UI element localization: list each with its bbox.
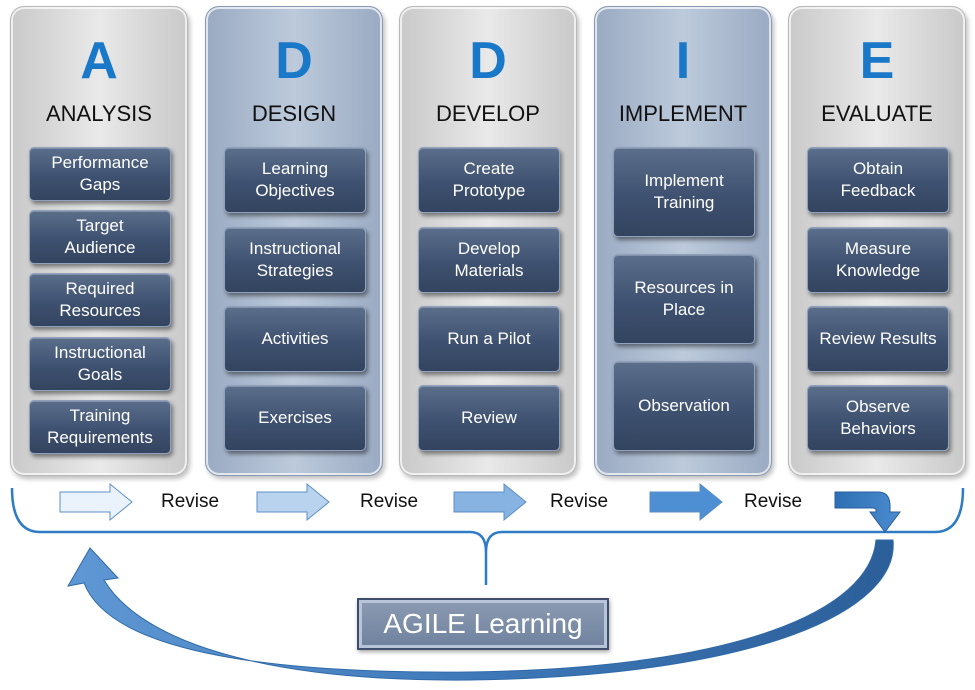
phase-item-label: Review [461,408,517,427]
phase-item-label: Requirements [47,428,153,447]
phase-item-label: Materials [454,261,524,280]
phase-item: Exercises [224,385,366,451]
phase-letter: D [275,32,313,90]
phase-item-label: Target [76,216,124,235]
phase-letter: I [675,32,691,90]
revise-label: Revise [744,491,803,512]
phase-item-label: Develop [457,239,521,258]
phase-item-label: Feedback [840,181,916,200]
phase-title: IMPLEMENT [618,101,748,126]
phase-item-label: Implement [644,171,724,190]
phase-item-label: Performance [51,153,149,172]
phase-item: Run a Pilot [418,306,560,372]
phase-item-label: Resources [59,301,141,320]
phase-item: Activities [224,306,366,372]
phase-title: EVALUATE [821,101,933,126]
phase-title: ANALYSIS [46,101,152,126]
phase-item-label: Instructional [249,239,341,258]
phase-item-label: Learning [261,159,329,178]
phase-item: Observation [613,361,755,451]
phase-item-label: Obtain [852,159,904,178]
phase-item-label: Exercises [258,408,332,427]
phase-item-label: Required [65,279,135,298]
phase-letter: E [859,32,895,90]
phase-item-label: Goals [77,365,123,384]
phase-item-label: Instructional [54,343,146,362]
agile-learning-box: AGILE Learning [357,598,609,650]
phase-item-label: Observation [638,396,730,415]
right-arrow-icon [256,482,330,522]
phase-letter: A [80,32,118,90]
phase-item-label: Audience [64,238,136,257]
phase-item-label: Knowledge [835,261,921,280]
phase-item: Review [418,385,560,451]
phase-item-label: Measure [844,239,912,258]
phase-item-label: Activities [261,329,329,348]
phase-title: DEVELOP [436,101,540,126]
phase-item: Review Results [807,306,949,372]
revise-label: Revise [161,491,220,512]
phase-item-label: Training [69,406,131,425]
right-arrow-icon [649,482,723,522]
phase-item-label: Review Results [819,329,937,348]
revise-label: Revise [360,491,419,512]
agile-learning-label: AGILE Learning [383,608,583,639]
phase-item-label: Prototype [452,181,526,200]
phase-item-label: Place [662,300,706,319]
right-arrow-icon [59,482,133,522]
phase-item-label: Training [653,193,715,212]
phase-letter: D [469,32,507,90]
phase-item-label: Strategies [256,261,334,280]
curved-loop-arrow-icon [67,539,894,681]
phase-item-label: Gaps [79,175,121,194]
curved-down-arrow-icon [834,491,901,533]
bracket-icon [10,487,965,585]
phase-item-label: Resources in [634,278,734,297]
phase-item-label: Behaviors [840,419,916,438]
phase-title: DESIGN [251,101,337,126]
phase-item-label: Objectives [255,181,335,200]
phase-item-label: Create [463,159,515,178]
phase-item-label: Run a Pilot [447,329,531,348]
phase-item-label: Observe [845,397,911,416]
right-arrow-icon [453,482,527,522]
phase-item: Resources in Place [613,254,755,344]
revise-label: Revise [550,491,609,512]
